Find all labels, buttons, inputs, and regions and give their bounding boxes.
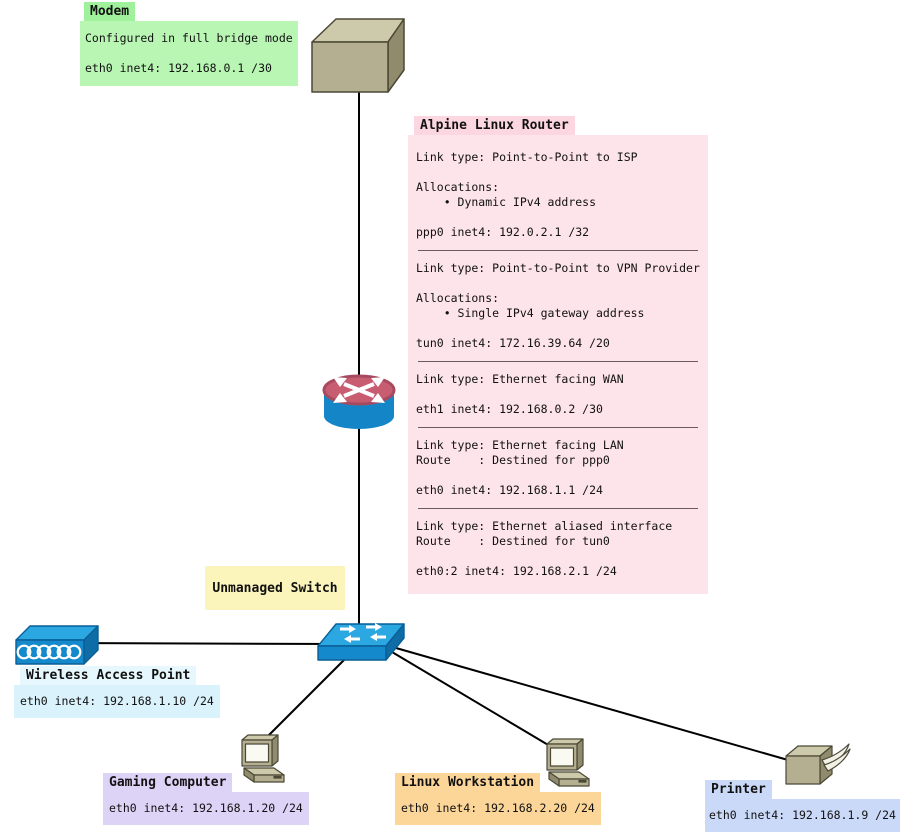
switch-label: Unmanaged Switch: [205, 566, 345, 610]
modem-title: Modem: [84, 2, 136, 21]
printer-title: Printer: [705, 780, 772, 799]
router-node: Alpine Linux Router Link type: Point-to-…: [408, 114, 708, 594]
wap-address: eth0 inet4: 192.168.1.10 /24: [20, 694, 214, 708]
linux-workstation-icon: [546, 738, 590, 787]
linux-workstation-box: eth0 inet4: 192.168.2.20 /24: [395, 792, 601, 825]
wap-box: eth0 inet4: 192.168.1.10 /24: [14, 685, 220, 718]
router-title: Alpine Linux Router: [414, 116, 575, 135]
wap-node: Wireless Access Point eth0 inet4: 192.16…: [14, 664, 220, 718]
modem-details: Configured in full bridge mode eth0 inet…: [85, 31, 293, 75]
router-icon: [322, 374, 396, 429]
wap-title: Wireless Access Point: [20, 666, 197, 685]
link-switch-wap: [54, 642, 341, 645]
link-switch-printer: [395, 647, 796, 763]
router-section-vpn: Link type: Point-to-Point to VPN Provide…: [416, 261, 700, 350]
linux-workstation-node: Linux Workstation eth0 inet4: 192.168.2.…: [395, 771, 601, 825]
wireless-access-point-icon: [15, 625, 99, 665]
gaming-computer-box: eth0 inet4: 192.168.1.20 /24: [103, 792, 309, 825]
section-divider: [418, 250, 698, 251]
printer-node: Printer eth0 inet4: 192.168.1.9 /24: [705, 778, 900, 832]
printer-address: eth0 inet4: 192.168.1.9 /24: [709, 808, 896, 822]
section-divider: [418, 508, 698, 509]
section-divider: [418, 427, 698, 428]
router-section-wan: Link type: Ethernet facing WAN eth1 inet…: [416, 372, 624, 416]
router-section-isp: Link type: Point-to-Point to ISP Allocat…: [416, 150, 638, 239]
switch-icon: [317, 623, 405, 661]
modem-icon: [311, 18, 405, 93]
link-switch-workstation: [391, 651, 561, 753]
gaming-computer-node: Gaming Computer eth0 inet4: 192.168.1.20…: [103, 771, 309, 825]
linux-workstation-title: Linux Workstation: [395, 773, 541, 792]
gaming-computer-icon: [241, 734, 285, 783]
modem-node: Modem Configured in full bridge mode eth…: [80, 0, 298, 86]
router-section-aliased: Link type: Ethernet aliased interface Ro…: [416, 519, 673, 578]
modem-box: Configured in full bridge mode eth0 inet…: [80, 21, 298, 86]
printer-box: eth0 inet4: 192.168.1.9 /24: [705, 799, 900, 832]
router-box: Link type: Point-to-Point to ISP Allocat…: [408, 135, 708, 594]
link-switch-gaming: [261, 655, 349, 743]
printer-icon: [785, 743, 851, 785]
section-divider: [418, 361, 698, 362]
gaming-computer-title: Gaming Computer: [103, 773, 233, 792]
linux-workstation-address: eth0 inet4: 192.168.2.20 /24: [401, 801, 595, 815]
gaming-computer-address: eth0 inet4: 192.168.1.20 /24: [109, 801, 303, 815]
router-section-lan: Link type: Ethernet facing LAN Route : D…: [416, 438, 624, 497]
